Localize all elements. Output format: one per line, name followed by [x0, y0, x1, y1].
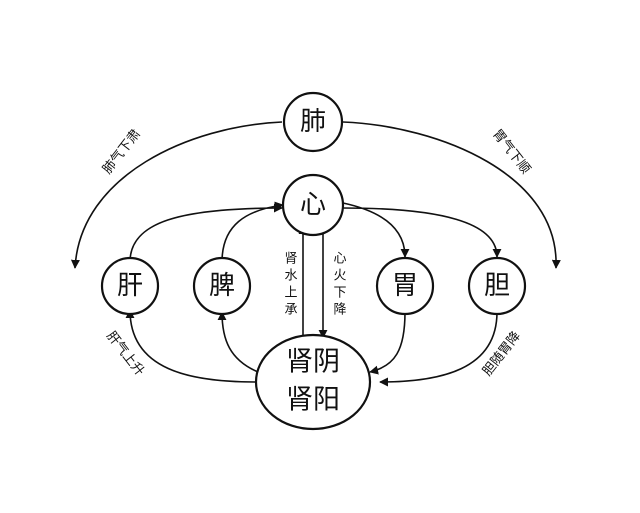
edge-lung-to-right [342, 121, 561, 269]
edge-spleen-to-heart [221, 201, 284, 263]
node-spleen-label: 脾 [209, 271, 235, 301]
label-liver-rise: 肝气上升 [103, 328, 148, 379]
node-kidney: 肾阴 肾阳 [254, 333, 372, 431]
label-heart-fire-descend: 心火下降 [331, 251, 347, 319]
edge-kidney-to-liver [125, 309, 257, 383]
node-stomach: 胃 [375, 256, 435, 316]
node-liver: 肝 [100, 256, 160, 316]
node-liver-label: 肝 [117, 271, 143, 301]
node-stomach-label: 胃 [392, 271, 418, 301]
label-lung-descend: 肺气下肃 [99, 126, 144, 177]
edge-gallbladder-to-kidney [379, 311, 498, 387]
node-gallbladder: 胆 [467, 256, 527, 316]
edge-liver-to-heart [129, 203, 283, 263]
node-kidney-yin-label: 肾阴 [286, 347, 340, 378]
node-spleen: 脾 [192, 256, 252, 316]
edge-stomach-to-kidney [369, 311, 406, 375]
node-gallbladder-label: 胆 [484, 271, 510, 301]
node-heart-label: 心 [300, 190, 326, 220]
node-lung-label: 肺 [300, 107, 326, 137]
node-kidney-yang-label: 肾阳 [286, 385, 340, 416]
node-heart: 心 [281, 173, 345, 237]
edge-heart-to-gallbladder [342, 207, 502, 258]
label-kidney-water-rise: 肾水上承 [282, 251, 298, 319]
edge-kidney-to-spleen [217, 311, 259, 373]
node-lung: 肺 [282, 91, 344, 153]
edge-heart-to-stomach [342, 202, 410, 258]
edge-lung-to-left [70, 121, 283, 269]
label-gallbladder-descend: 胆随胃降 [480, 329, 524, 379]
label-stomach-descend: 胃气下顺 [489, 126, 534, 177]
